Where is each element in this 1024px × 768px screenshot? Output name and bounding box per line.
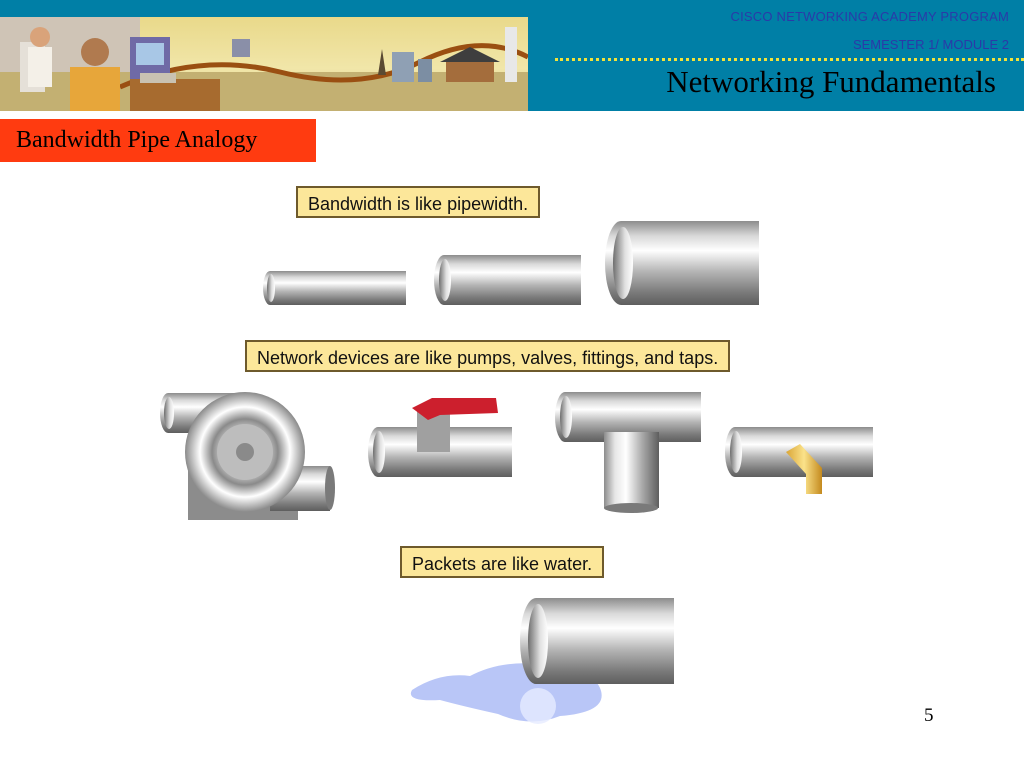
valve-illustration (368, 398, 512, 477)
section-title-tab: Bandwidth Pipe Analogy (0, 119, 316, 162)
header-divider (555, 58, 1024, 61)
pump-illustration (160, 392, 335, 520)
wide-pipe (605, 221, 759, 305)
course-title: Networking Fundamentals (666, 64, 996, 99)
packets-caption: Packets are like water. (400, 546, 605, 578)
devices-caption: Network devices are like pumps, valves, … (245, 340, 731, 372)
slide-header: CISCO NETWORKING ACADEMY PROGRAM SEMESTE… (0, 0, 1024, 111)
bandwidth-caption: Bandwidth is like pipewidth. (296, 186, 541, 218)
header-banner-image (0, 17, 528, 111)
tee-fitting-illustration (555, 392, 701, 513)
page-number: 5 (924, 705, 934, 726)
semester-module: SEMESTER 1/ MODULE 2 (852, 37, 1009, 52)
narrow-pipe (263, 271, 406, 305)
tap-illustration (725, 427, 873, 494)
section-title: Bandwidth Pipe Analogy (16, 127, 258, 153)
water-pipe-illustration (410, 598, 674, 724)
medium-pipe (434, 255, 581, 305)
program-name: CISCO NETWORKING ACADEMY PROGRAM (730, 9, 1009, 24)
